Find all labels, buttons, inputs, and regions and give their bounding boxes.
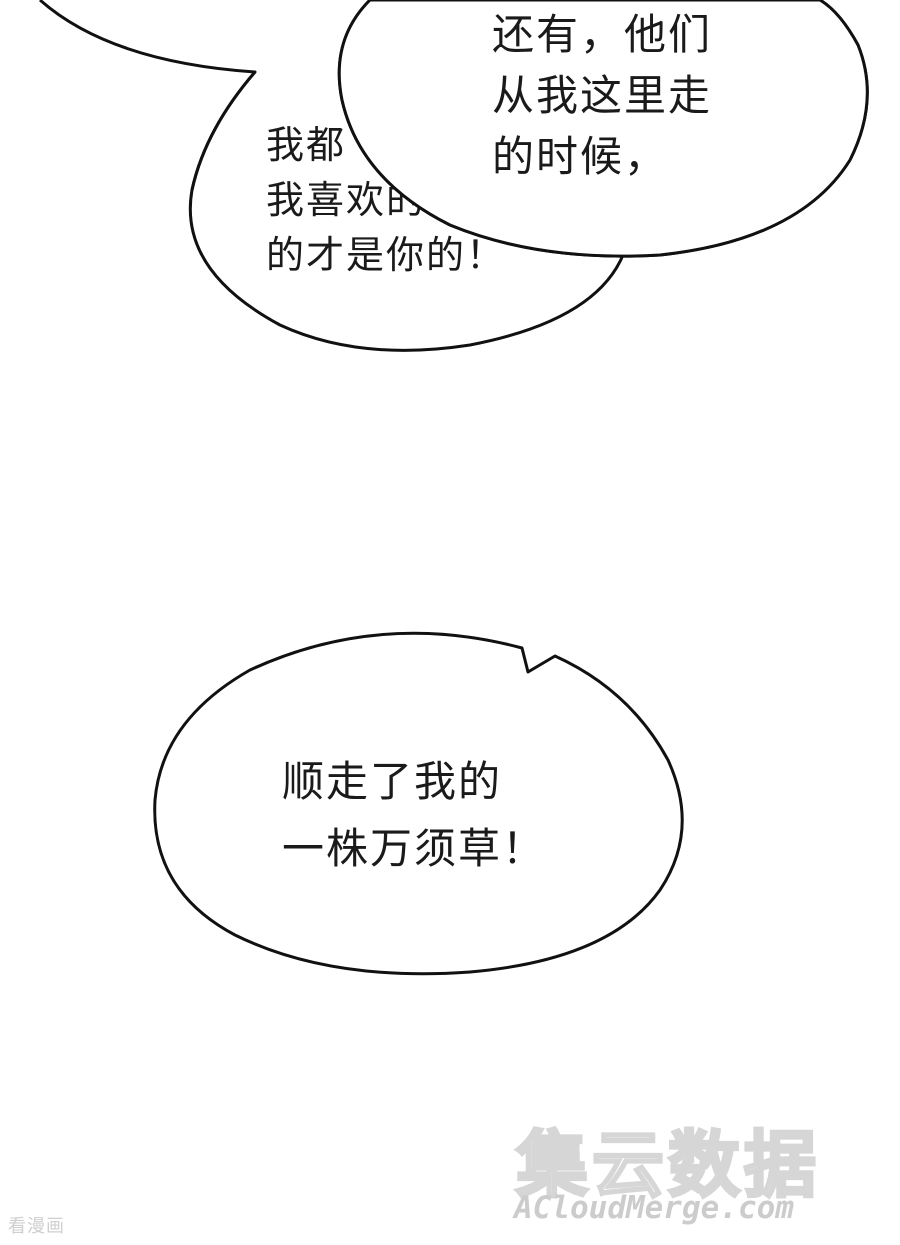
speech-bubble-front-text: 还有，他们 从我这里走 的时候，	[492, 4, 712, 187]
watermark-logo-url: ACloudMerge.com	[514, 1190, 794, 1226]
speech-line: 我都	[266, 123, 347, 167]
speech-bubble-bottom	[153, 631, 684, 976]
watermark-left: 看漫画	[8, 1216, 65, 1237]
speech-line: 还有，他们	[492, 10, 713, 59]
speech-line: 顺走了我的	[282, 757, 503, 806]
speech-bubble-bottom-text: 顺走了我的 一株万须草！	[282, 748, 546, 882]
speech-line: 从我这里走	[492, 71, 713, 120]
speech-line: 一株万须草！	[282, 824, 547, 873]
speech-bubble-back-outline	[190, 71, 257, 191]
speech-line: 的时候，	[492, 132, 669, 181]
speech-bubble-top-left	[39, 0, 627, 352]
watermark-logo-title: 集云数据	[514, 1122, 821, 1209]
speech-line: 的才是你的！	[266, 233, 507, 277]
